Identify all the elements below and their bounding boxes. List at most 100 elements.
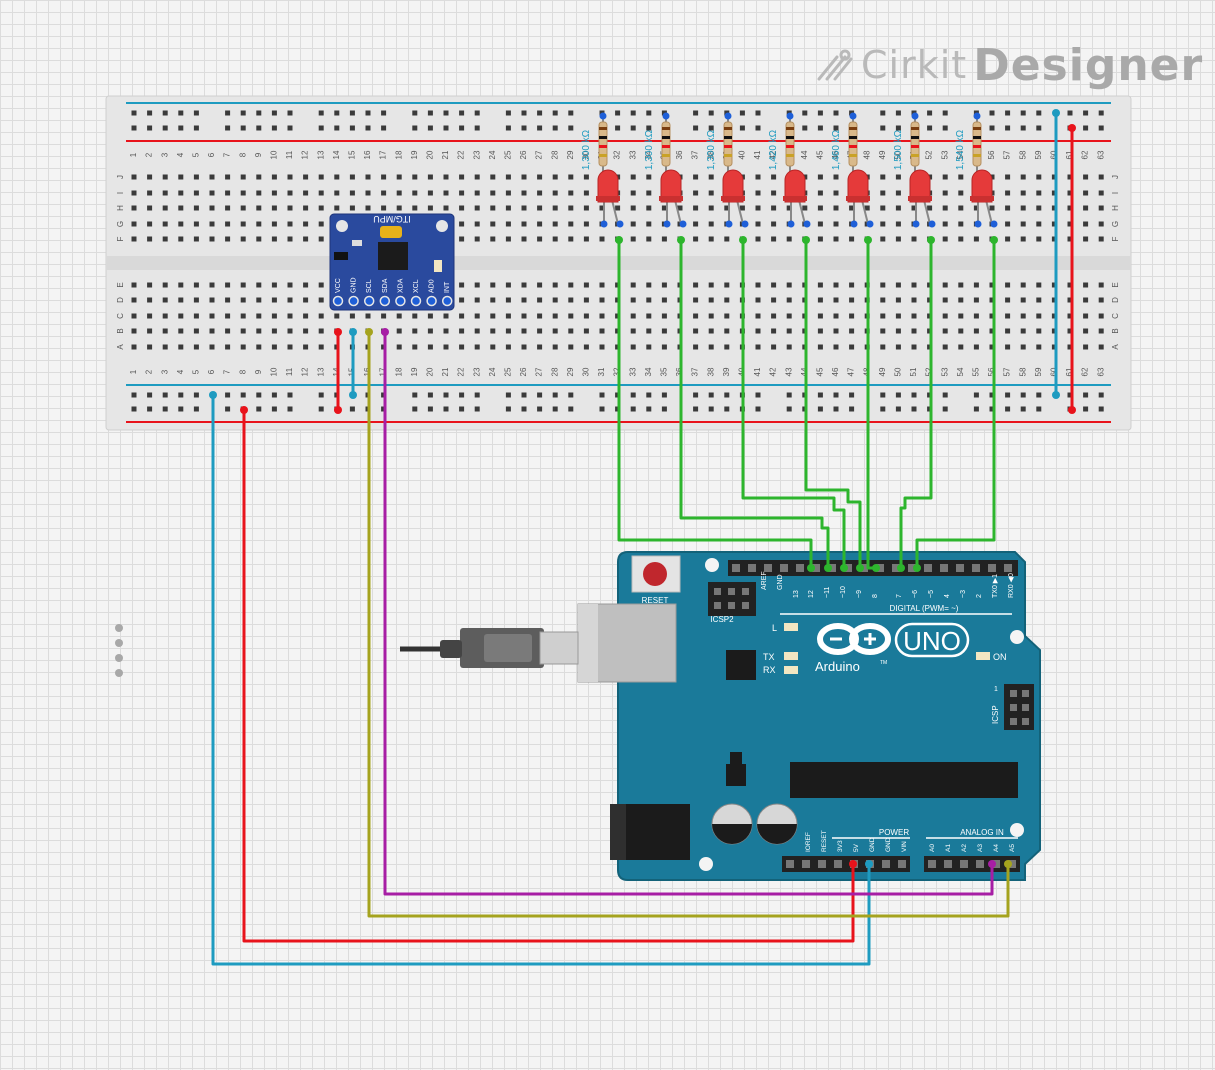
breadboard-hole[interactable] [583, 313, 589, 319]
breadboard-hole[interactable] [131, 297, 137, 303]
breadboard-hole[interactable] [583, 174, 589, 180]
breadboard-hole[interactable] [708, 328, 714, 334]
breadboard-hole[interactable] [958, 328, 964, 334]
rail-hole[interactable] [318, 110, 324, 116]
rail-hole[interactable] [474, 125, 480, 131]
rail-hole[interactable] [193, 392, 199, 398]
rail-hole[interactable] [349, 406, 355, 412]
breadboard-hole[interactable] [1051, 313, 1057, 319]
breadboard-hole[interactable] [864, 205, 870, 211]
breadboard-hole[interactable] [537, 328, 543, 334]
breadboard-hole[interactable] [1051, 282, 1057, 288]
breadboard-hole[interactable] [427, 328, 433, 334]
breadboard-hole[interactable] [490, 297, 496, 303]
sensor-pin[interactable] [348, 295, 359, 307]
rail-hole[interactable] [911, 406, 917, 412]
breadboard-hole[interactable] [1098, 282, 1104, 288]
breadboard-hole[interactable] [786, 282, 792, 288]
analog-header-pin[interactable] [960, 860, 968, 868]
breadboard-hole[interactable] [521, 344, 527, 350]
breadboard-hole[interactable] [1005, 236, 1011, 242]
breadboard-hole[interactable] [1036, 236, 1042, 242]
breadboard-hole[interactable] [303, 297, 309, 303]
breadboard-hole[interactable] [162, 297, 168, 303]
breadboard-hole[interactable] [318, 221, 324, 227]
breadboard-hole[interactable] [162, 190, 168, 196]
wires[interactable] [211, 113, 1074, 966]
breadboard-hole[interactable] [568, 221, 574, 227]
rail-hole[interactable] [225, 392, 231, 398]
rail-hole[interactable] [505, 125, 511, 131]
breadboard-hole[interactable] [989, 328, 995, 334]
breadboard-hole[interactable] [474, 328, 480, 334]
breadboard-hole[interactable] [318, 282, 324, 288]
rail-hole[interactable] [849, 406, 855, 412]
rail-hole[interactable] [537, 406, 543, 412]
breadboard-hole[interactable] [147, 236, 153, 242]
breadboard-hole[interactable] [271, 174, 277, 180]
breadboard-hole[interactable] [1083, 174, 1089, 180]
breadboard-hole[interactable] [646, 205, 652, 211]
sensor-pin[interactable] [441, 295, 453, 307]
breadboard-hole[interactable] [193, 313, 199, 319]
breadboard-hole[interactable] [911, 344, 917, 350]
leds[interactable] [596, 169, 998, 228]
breadboard-hole[interactable] [693, 313, 699, 319]
reset-button[interactable] [631, 555, 681, 593]
rail-hole[interactable] [786, 392, 792, 398]
breadboard-hole[interactable] [583, 297, 589, 303]
breadboard-hole[interactable] [427, 344, 433, 350]
breadboard-hole[interactable] [240, 282, 246, 288]
rail-hole[interactable] [162, 406, 168, 412]
breadboard-hole[interactable] [1083, 205, 1089, 211]
led-endpoint[interactable] [663, 220, 671, 228]
breadboard-hole[interactable] [287, 205, 293, 211]
breadboard-hole[interactable] [318, 297, 324, 303]
breadboard-hole[interactable] [817, 328, 823, 334]
rail-hole[interactable] [568, 392, 574, 398]
breadboard-hole[interactable] [802, 205, 808, 211]
breadboard-hole[interactable] [1098, 174, 1104, 180]
breadboard-hole[interactable] [474, 221, 480, 227]
breadboard-hole[interactable] [225, 328, 231, 334]
rail-hole[interactable] [427, 125, 433, 131]
wire-endpoint[interactable] [990, 236, 998, 244]
breadboard-hole[interactable] [849, 205, 855, 211]
breadboard-hole[interactable] [427, 313, 433, 319]
wire-endpoint[interactable] [897, 564, 905, 572]
breadboard-hole[interactable] [178, 174, 184, 180]
rail-hole[interactable] [334, 110, 340, 116]
breadboard-hole[interactable] [568, 190, 574, 196]
sensor-pin[interactable] [410, 295, 422, 307]
red-led[interactable] [909, 169, 931, 203]
rail-hole[interactable] [459, 406, 465, 412]
drag-handle-icon[interactable] [112, 624, 126, 682]
breadboard-hole[interactable] [958, 236, 964, 242]
breadboard-hole[interactable] [630, 205, 636, 211]
breadboard-hole[interactable] [1051, 236, 1057, 242]
rail-hole[interactable] [1005, 125, 1011, 131]
breadboard-hole[interactable] [661, 236, 667, 242]
breadboard-hole[interactable] [474, 236, 480, 242]
rail-hole[interactable] [427, 392, 433, 398]
breadboard-hole[interactable] [225, 221, 231, 227]
rail-hole[interactable] [349, 125, 355, 131]
breadboard-hole[interactable] [942, 190, 948, 196]
breadboard-hole[interactable] [131, 221, 137, 227]
rail-hole[interactable] [1083, 406, 1089, 412]
breadboard-hole[interactable] [443, 190, 449, 196]
wire-endpoint[interactable] [349, 391, 357, 399]
breadboard-hole[interactable] [1036, 205, 1042, 211]
breadboard-hole[interactable] [1036, 328, 1042, 334]
breadboard-hole[interactable] [1020, 328, 1026, 334]
breadboard-hole[interactable] [287, 174, 293, 180]
breadboard-hole[interactable] [583, 328, 589, 334]
rail-hole[interactable] [537, 110, 543, 116]
rail-hole[interactable] [256, 125, 262, 131]
breadboard-hole[interactable] [599, 297, 605, 303]
digital-header-pin[interactable] [892, 564, 900, 572]
rail-hole[interactable] [225, 125, 231, 131]
rail-hole[interactable] [178, 392, 184, 398]
breadboard-hole[interactable] [1036, 190, 1042, 196]
